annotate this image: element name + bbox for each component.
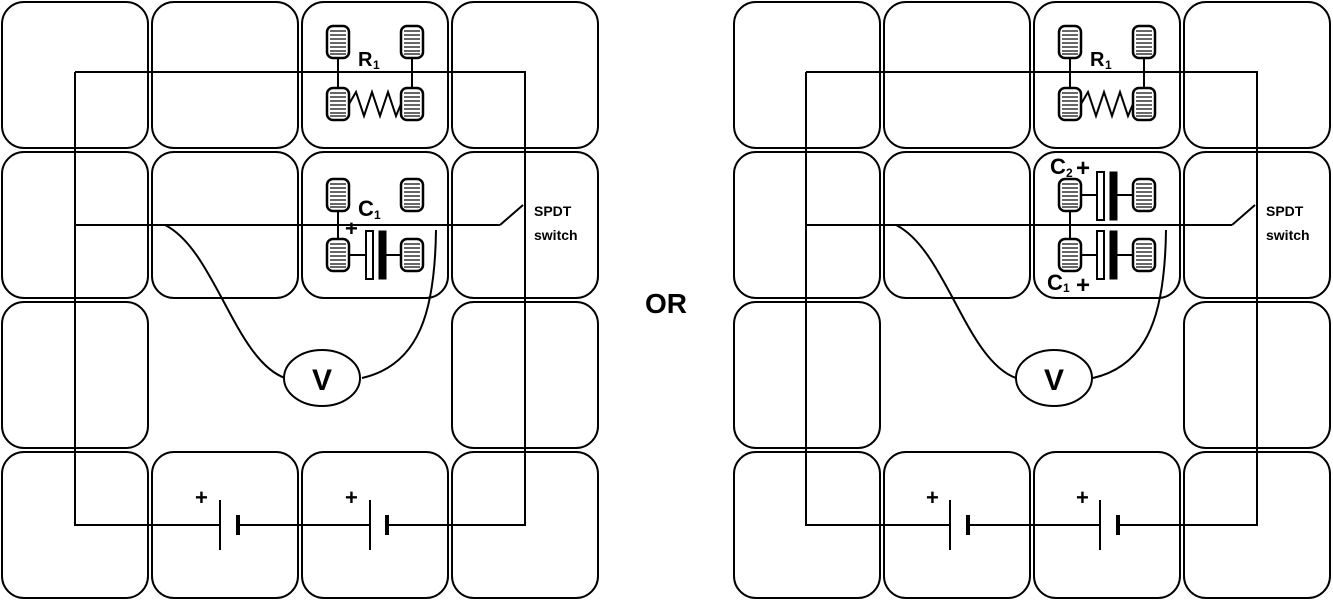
- right-c1-subscript: 1: [1063, 281, 1070, 295]
- right-r1-subscript: 1: [1105, 58, 1112, 72]
- right-c1-label: C: [1047, 270, 1063, 295]
- right-battery-1: +: [926, 485, 970, 550]
- right-tile-grid: [733, 1, 1331, 599]
- left-battery-1-polarity: +: [195, 485, 208, 510]
- left-c1-label: C: [358, 196, 374, 221]
- right-switch-label-line1: SPDT: [1266, 203, 1304, 219]
- right-battery-2: +: [1076, 485, 1120, 550]
- left-wires: [74, 71, 526, 526]
- left-r1-label: R: [358, 49, 373, 71]
- right-c2-polarity: +: [1076, 155, 1090, 182]
- left-c1-subscript: 1: [374, 208, 381, 222]
- right-c1-polarity: +: [1076, 272, 1090, 299]
- right-c2-subscript: 2: [1066, 166, 1073, 180]
- left-r1-subscript: 1: [373, 58, 380, 72]
- right-circuit: R 1 C 2 + C 1 + SPDT: [733, 1, 1331, 599]
- left-tile-grid: [1, 1, 599, 599]
- right-r1-label: R: [1090, 49, 1105, 71]
- right-voltmeter: V: [1015, 349, 1093, 407]
- left-voltmeter: V: [283, 349, 361, 407]
- right-switch-label-line2: switch: [1266, 227, 1310, 243]
- left-switch-label-line2: switch: [534, 227, 578, 243]
- right-battery-2-polarity: +: [1076, 485, 1089, 510]
- left-c1-polarity: +: [345, 216, 358, 241]
- right-resistor-r1: R 1: [1057, 24, 1157, 122]
- right-c2-label: C: [1050, 154, 1066, 179]
- right-wires: [805, 71, 1258, 526]
- left-circuit: R 1 C 1 + SPDT switch V: [1, 1, 599, 599]
- left-battery-1: +: [195, 485, 240, 550]
- left-voltmeter-label: V: [312, 364, 332, 397]
- left-battery-2: +: [345, 485, 389, 550]
- left-switch-label-line1: SPDT: [534, 203, 572, 219]
- right-capacitor-c1: C 1 +: [1047, 211, 1157, 299]
- left-capacitor-c1: C 1 +: [325, 177, 425, 280]
- right-battery-1-polarity: +: [926, 485, 939, 510]
- left-resistor-r1: R 1: [325, 24, 425, 122]
- or-separator: OR: [645, 288, 687, 319]
- right-capacitor-c2: C 2 +: [1050, 154, 1157, 221]
- left-battery-2-polarity: +: [345, 485, 358, 510]
- right-voltmeter-label: V: [1044, 364, 1064, 397]
